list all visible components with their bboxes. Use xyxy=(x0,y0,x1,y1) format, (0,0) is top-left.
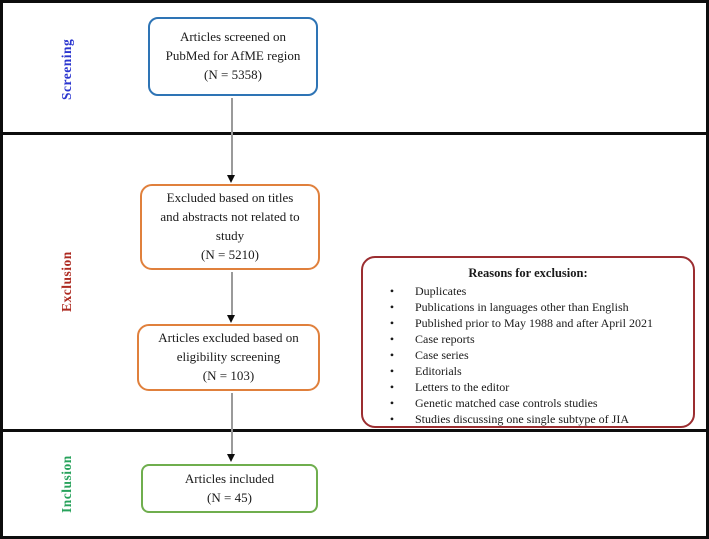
bullet-icon: • xyxy=(389,316,395,330)
bullet-icon: • xyxy=(389,284,395,298)
box-articles-screened: Articles screened on PubMed for AfME reg… xyxy=(148,17,318,96)
reason-text: Studies discussing one single subtype of… xyxy=(415,412,629,426)
list-item: • Case series xyxy=(375,347,681,363)
reason-text: Duplicates xyxy=(415,284,467,298)
arrowhead-icon xyxy=(227,454,235,462)
reason-text: Editorials xyxy=(415,364,462,378)
arrow-eligibility-to-included xyxy=(227,393,236,462)
list-item: • Genetic matched case controls studies xyxy=(375,395,681,411)
reason-text: Case series xyxy=(415,348,469,362)
bullet-icon: • xyxy=(389,364,395,378)
arrowhead-icon xyxy=(227,175,235,183)
bullet-icon: • xyxy=(389,380,395,394)
list-item: • Studies discussing one single subtype o… xyxy=(375,411,681,427)
reasons-for-exclusion-box: Reasons for exclusion: • Duplicates • Publ… xyxy=(361,256,695,428)
reasons-list: • Duplicates • Publications in languages o… xyxy=(375,283,681,427)
reason-text: Case reports xyxy=(415,332,475,346)
reason-text: Published prior to May 1988 and after Ap… xyxy=(415,316,653,330)
box-excluded-titles-abstracts: Excluded based on titles and abstracts n… xyxy=(140,184,320,270)
reasons-title: Reasons for exclusion: xyxy=(468,266,588,280)
arrow-excluded-titles-to-eligibility xyxy=(227,272,236,323)
list-item: • Published prior to May 1988 and after A… xyxy=(375,315,681,331)
list-item: • Letters to the editor xyxy=(375,379,681,395)
section-label-exclusion: Exclusion xyxy=(59,251,74,313)
bullet-icon: • xyxy=(389,300,395,314)
list-item: • Editorials xyxy=(375,363,681,379)
box-articles-included: Articles included (N = 45) xyxy=(141,464,318,513)
reason-text: Genetic matched case controls studies xyxy=(415,396,598,410)
bullet-icon: • xyxy=(389,332,395,346)
reason-text: Letters to the editor xyxy=(415,380,510,394)
arrow-screened-to-excluded-titles xyxy=(227,98,236,183)
bullet-icon: • xyxy=(389,396,395,410)
list-item: • Publications in languages other than En… xyxy=(375,299,681,315)
section-label-inclusion: Inclusion xyxy=(59,455,74,513)
reason-text: Publications in languages other than Eng… xyxy=(415,300,629,314)
arrow-line xyxy=(230,98,233,176)
bullet-icon: • xyxy=(389,348,395,362)
arrowhead-icon xyxy=(227,315,235,323)
arrow-line xyxy=(230,393,233,455)
section-divider-exclusion-inclusion xyxy=(3,429,706,432)
bullet-icon: • xyxy=(389,412,395,426)
section-label-screening: Screening xyxy=(59,38,74,100)
section-divider-screening-exclusion xyxy=(3,132,706,135)
arrow-line xyxy=(230,272,233,316)
box-excluded-eligibility: Articles excluded based on eligibility s… xyxy=(137,324,320,391)
list-item: • Duplicates xyxy=(375,283,681,299)
list-item: • Case reports xyxy=(375,331,681,347)
